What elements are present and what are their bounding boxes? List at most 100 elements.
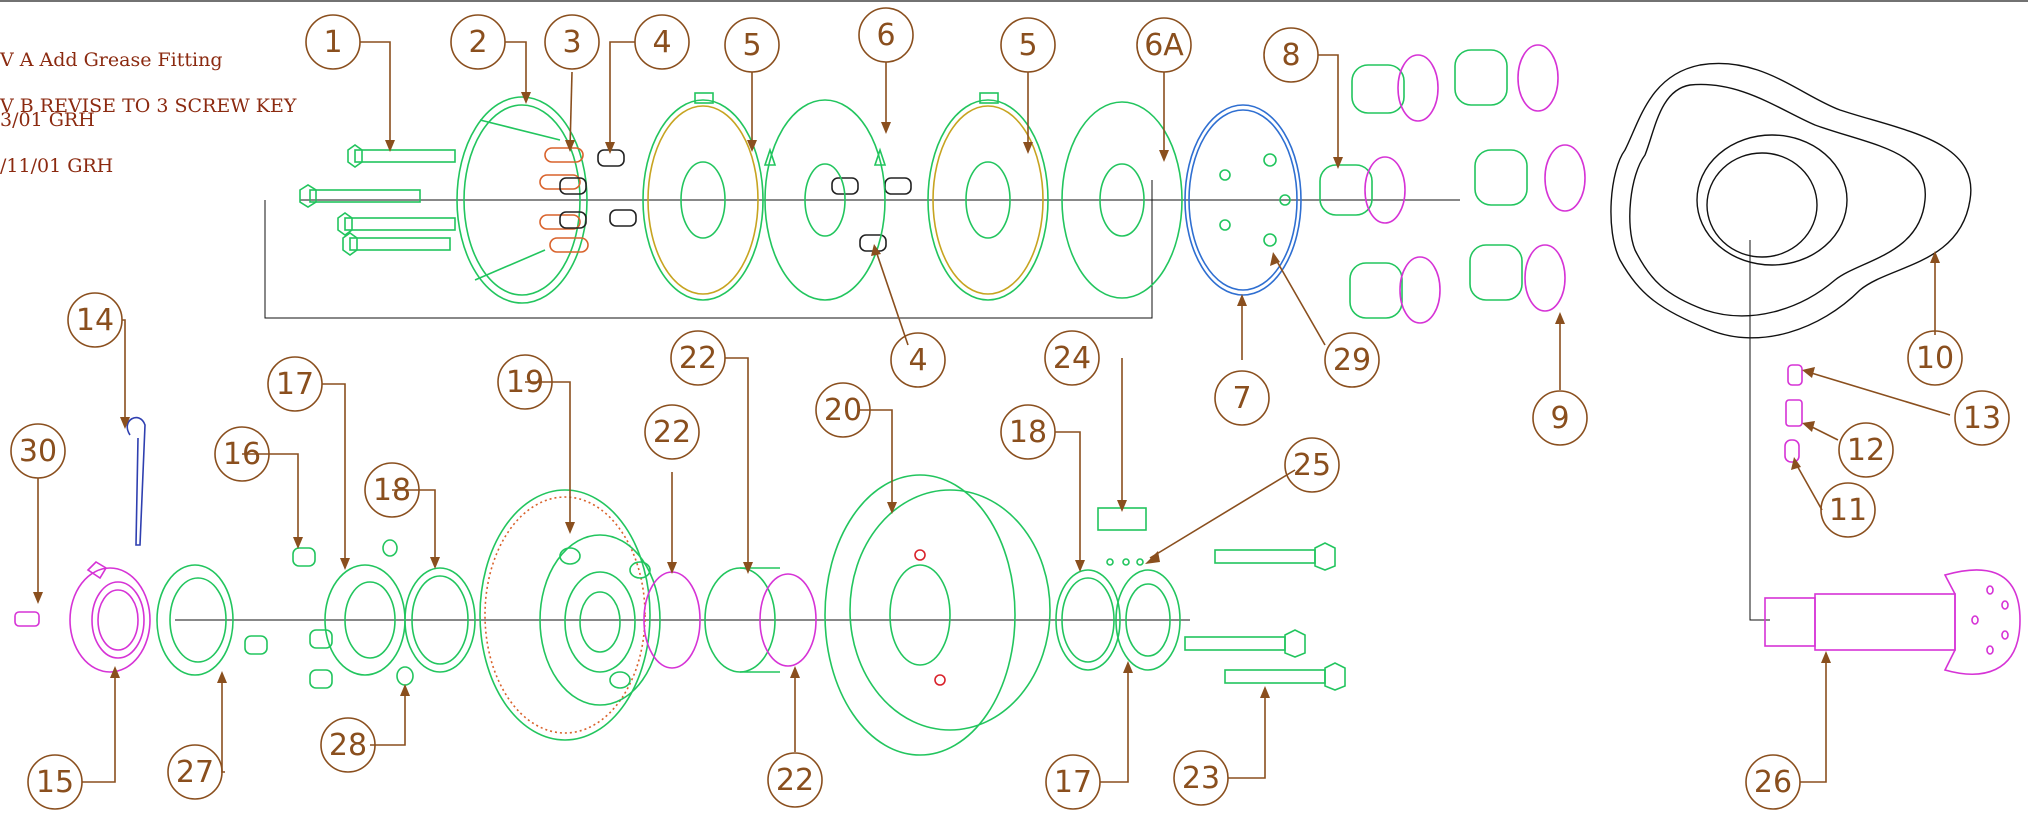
callout-5-left-label: 5 — [742, 28, 761, 63]
callout-8-label: 8 — [1281, 38, 1300, 73]
callout-27-label: 27 — [176, 755, 214, 790]
callout-10: 10 — [1907, 330, 1963, 386]
race-18b — [1055, 569, 1121, 671]
sleeve-22b — [704, 567, 780, 673]
bushings-8 — [1319, 49, 1528, 319]
callout-17-right: 17 — [1045, 754, 1101, 810]
callout-10-label: 10 — [1916, 341, 1954, 376]
callout-20: 20 — [815, 382, 871, 438]
callout-24: 24 — [1044, 330, 1100, 386]
plate-6a — [1061, 101, 1183, 299]
callout-23: 23 — [1173, 750, 1229, 806]
callout-2-label: 2 — [468, 25, 487, 60]
callout-2: 2 — [450, 14, 506, 70]
revision-note-b-line2: /11/01 GRH — [0, 155, 114, 177]
callout-22-top: 22 — [670, 330, 726, 386]
key-24 — [1097, 507, 1147, 566]
callout-13-label: 13 — [1963, 401, 2001, 436]
callout-8: 8 — [1263, 27, 1319, 83]
callout-6a: 6A — [1136, 17, 1192, 73]
knob-10 — [1610, 62, 1972, 339]
seal-22c — [759, 573, 817, 667]
callout-7: 7 — [1214, 370, 1270, 426]
callout-18-right-label: 18 — [1009, 415, 1047, 450]
callout-14: 14 — [67, 292, 123, 348]
callout-22-top-label: 22 — [679, 341, 717, 376]
callout-12-label: 12 — [1847, 433, 1885, 468]
callout-18-left: 18 — [364, 462, 420, 518]
callout-1: 1 — [305, 14, 361, 70]
callout-4-top-label: 4 — [652, 25, 671, 60]
callout-26: 26 — [1745, 754, 1801, 810]
callout-6: 6 — [858, 7, 914, 63]
callout-16: 16 — [214, 426, 270, 482]
callout-9: 9 — [1532, 390, 1588, 446]
friction-disc-5b — [927, 92, 1049, 301]
callout-19: 19 — [497, 354, 553, 410]
revision-note-a-line1: V A Add Grease Fitting — [0, 49, 223, 71]
washer-27 — [156, 564, 234, 676]
callout-17-right-label: 17 — [1054, 765, 1092, 800]
callout-22-upper: 22 — [644, 404, 700, 460]
callout-16-label: 16 — [223, 437, 261, 472]
callout-19-label: 19 — [506, 365, 544, 400]
callout-26-label: 26 — [1754, 765, 1792, 800]
bolts-23 — [1184, 542, 1346, 691]
callout-13: 13 — [1954, 390, 2010, 446]
callout-15-label: 15 — [36, 765, 74, 800]
callout-28-label: 28 — [329, 728, 367, 763]
friction-disc-5a — [642, 92, 764, 301]
callout-17-left: 17 — [267, 356, 323, 412]
callout-15: 15 — [27, 754, 83, 810]
revision-note-a: V A Add Grease Fitting 3/01 GRH — [0, 10, 222, 150]
callout-3: 3 — [544, 14, 600, 70]
leader-arrowheads — [33, 92, 1940, 698]
callout-5-right: 5 — [1000, 17, 1056, 73]
callout-30-label: 30 — [19, 434, 57, 469]
center-lines — [175, 180, 1770, 621]
plate-7-holes — [1219, 153, 1291, 247]
callout-25-label: 25 — [1293, 448, 1331, 483]
callout-18-left-label: 18 — [373, 473, 411, 508]
callout-4-lower: 4 — [890, 332, 946, 388]
rings-9 — [1364, 44, 1586, 324]
callout-4-top: 4 — [634, 14, 690, 70]
revision-note-b-line1: V B REVISE TO 3 SCREW KEY — [0, 95, 297, 117]
callout-30: 30 — [10, 423, 66, 479]
callout-11-label: 11 — [1829, 493, 1867, 528]
callout-23-label: 23 — [1182, 761, 1220, 796]
callout-22-bottom-label: 22 — [776, 763, 814, 798]
cotter-pin-14 — [126, 416, 146, 546]
callout-25: 25 — [1284, 437, 1340, 493]
pressure-plate-2 — [456, 96, 588, 304]
callout-11: 11 — [1820, 482, 1876, 538]
bolt-group-1 — [299, 144, 456, 256]
revision-note-b: V B REVISE TO 3 SCREW KEY /11/01 GRH — [0, 56, 296, 196]
callout-14-label: 14 — [76, 303, 114, 338]
callout-6a-label: 6A — [1144, 28, 1184, 63]
callout-27: 27 — [167, 744, 223, 800]
bearing-17b — [1115, 569, 1181, 671]
adapter-plate-7 — [1184, 104, 1302, 296]
race-18a — [404, 567, 476, 673]
leader-lines — [37, 41, 1951, 783]
drum-20 — [824, 474, 1051, 756]
callout-6-label: 6 — [876, 18, 895, 53]
callout-3-label: 3 — [562, 25, 581, 60]
callout-4-lower-label: 4 — [908, 343, 927, 378]
callout-5-left: 5 — [724, 17, 780, 73]
callout-22-bottom: 22 — [767, 752, 823, 808]
callout-20-label: 20 — [824, 393, 862, 428]
callout-18-right: 18 — [1000, 404, 1056, 460]
callout-5-right-label: 5 — [1018, 28, 1037, 63]
callout-12: 12 — [1838, 422, 1894, 478]
revision-note-a-line2: 3/01 GRH — [0, 109, 95, 131]
callout-28: 28 — [320, 717, 376, 773]
spindle-nut-15 — [69, 560, 151, 673]
callout-29: 29 — [1324, 332, 1380, 388]
callout-22-upper-label: 22 — [653, 415, 691, 450]
callout-7-label: 7 — [1232, 381, 1251, 416]
callout-24-label: 24 — [1053, 341, 1091, 376]
intermediate-plate-6 — [763, 99, 887, 301]
